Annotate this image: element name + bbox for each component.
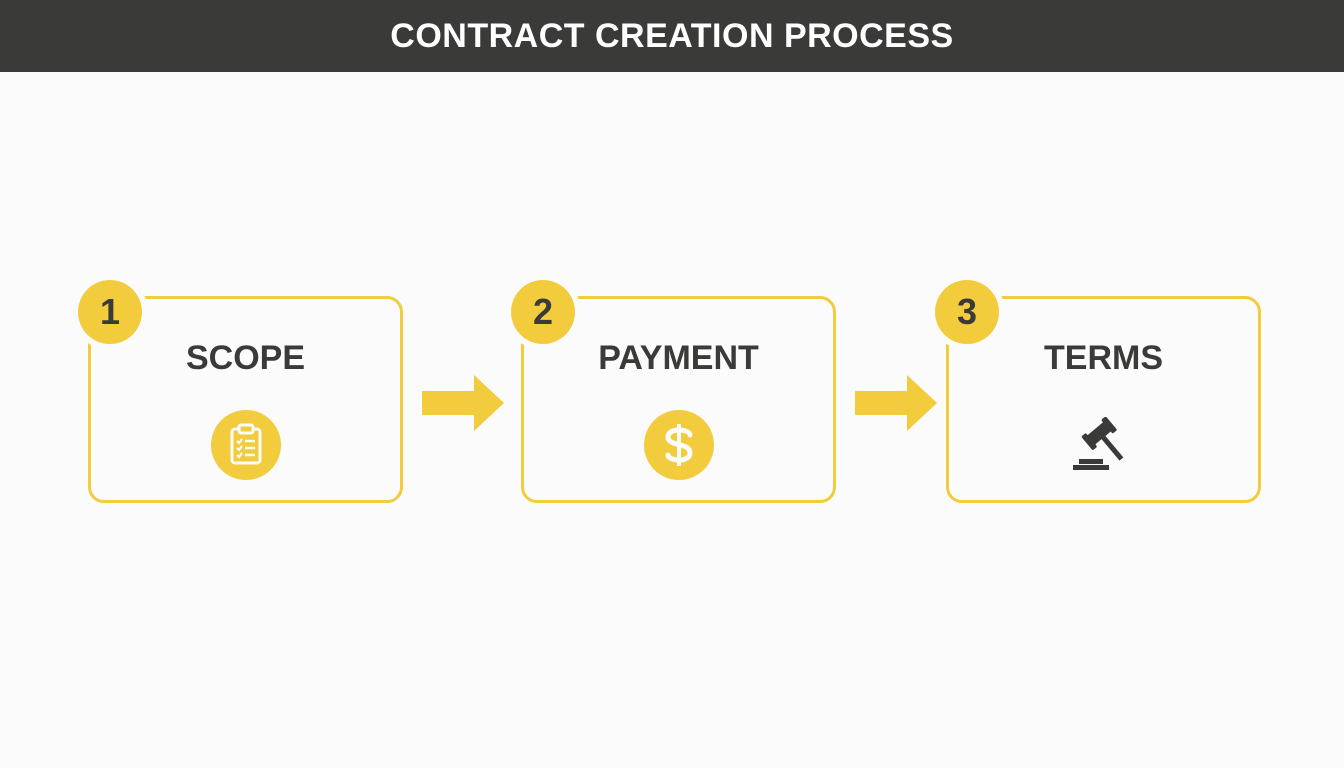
arrow-right-icon — [855, 375, 937, 431]
step-number-badge: 2 — [511, 280, 575, 344]
step-card-payment: PAYMENT — [521, 296, 836, 503]
step-label: PAYMENT — [598, 339, 759, 377]
gavel-icon — [1068, 409, 1140, 481]
step-label: TERMS — [1044, 339, 1163, 377]
header-bar: CONTRACT CREATION PROCESS — [0, 0, 1344, 72]
arrow-right-icon — [422, 375, 504, 431]
clipboard-checklist-icon — [210, 409, 282, 481]
step-number-badge: 3 — [935, 280, 999, 344]
step-card-scope: SCOPE — [88, 296, 403, 503]
dollar-icon — [643, 409, 715, 481]
step-label: SCOPE — [185, 339, 306, 377]
step-card-terms: TERMS — [946, 296, 1261, 503]
page-title: CONTRACT CREATION PROCESS — [390, 16, 954, 55]
step-number-badge: 1 — [78, 280, 142, 344]
process-diagram: SCOPE 1 PAYMENT — [0, 72, 1344, 768]
